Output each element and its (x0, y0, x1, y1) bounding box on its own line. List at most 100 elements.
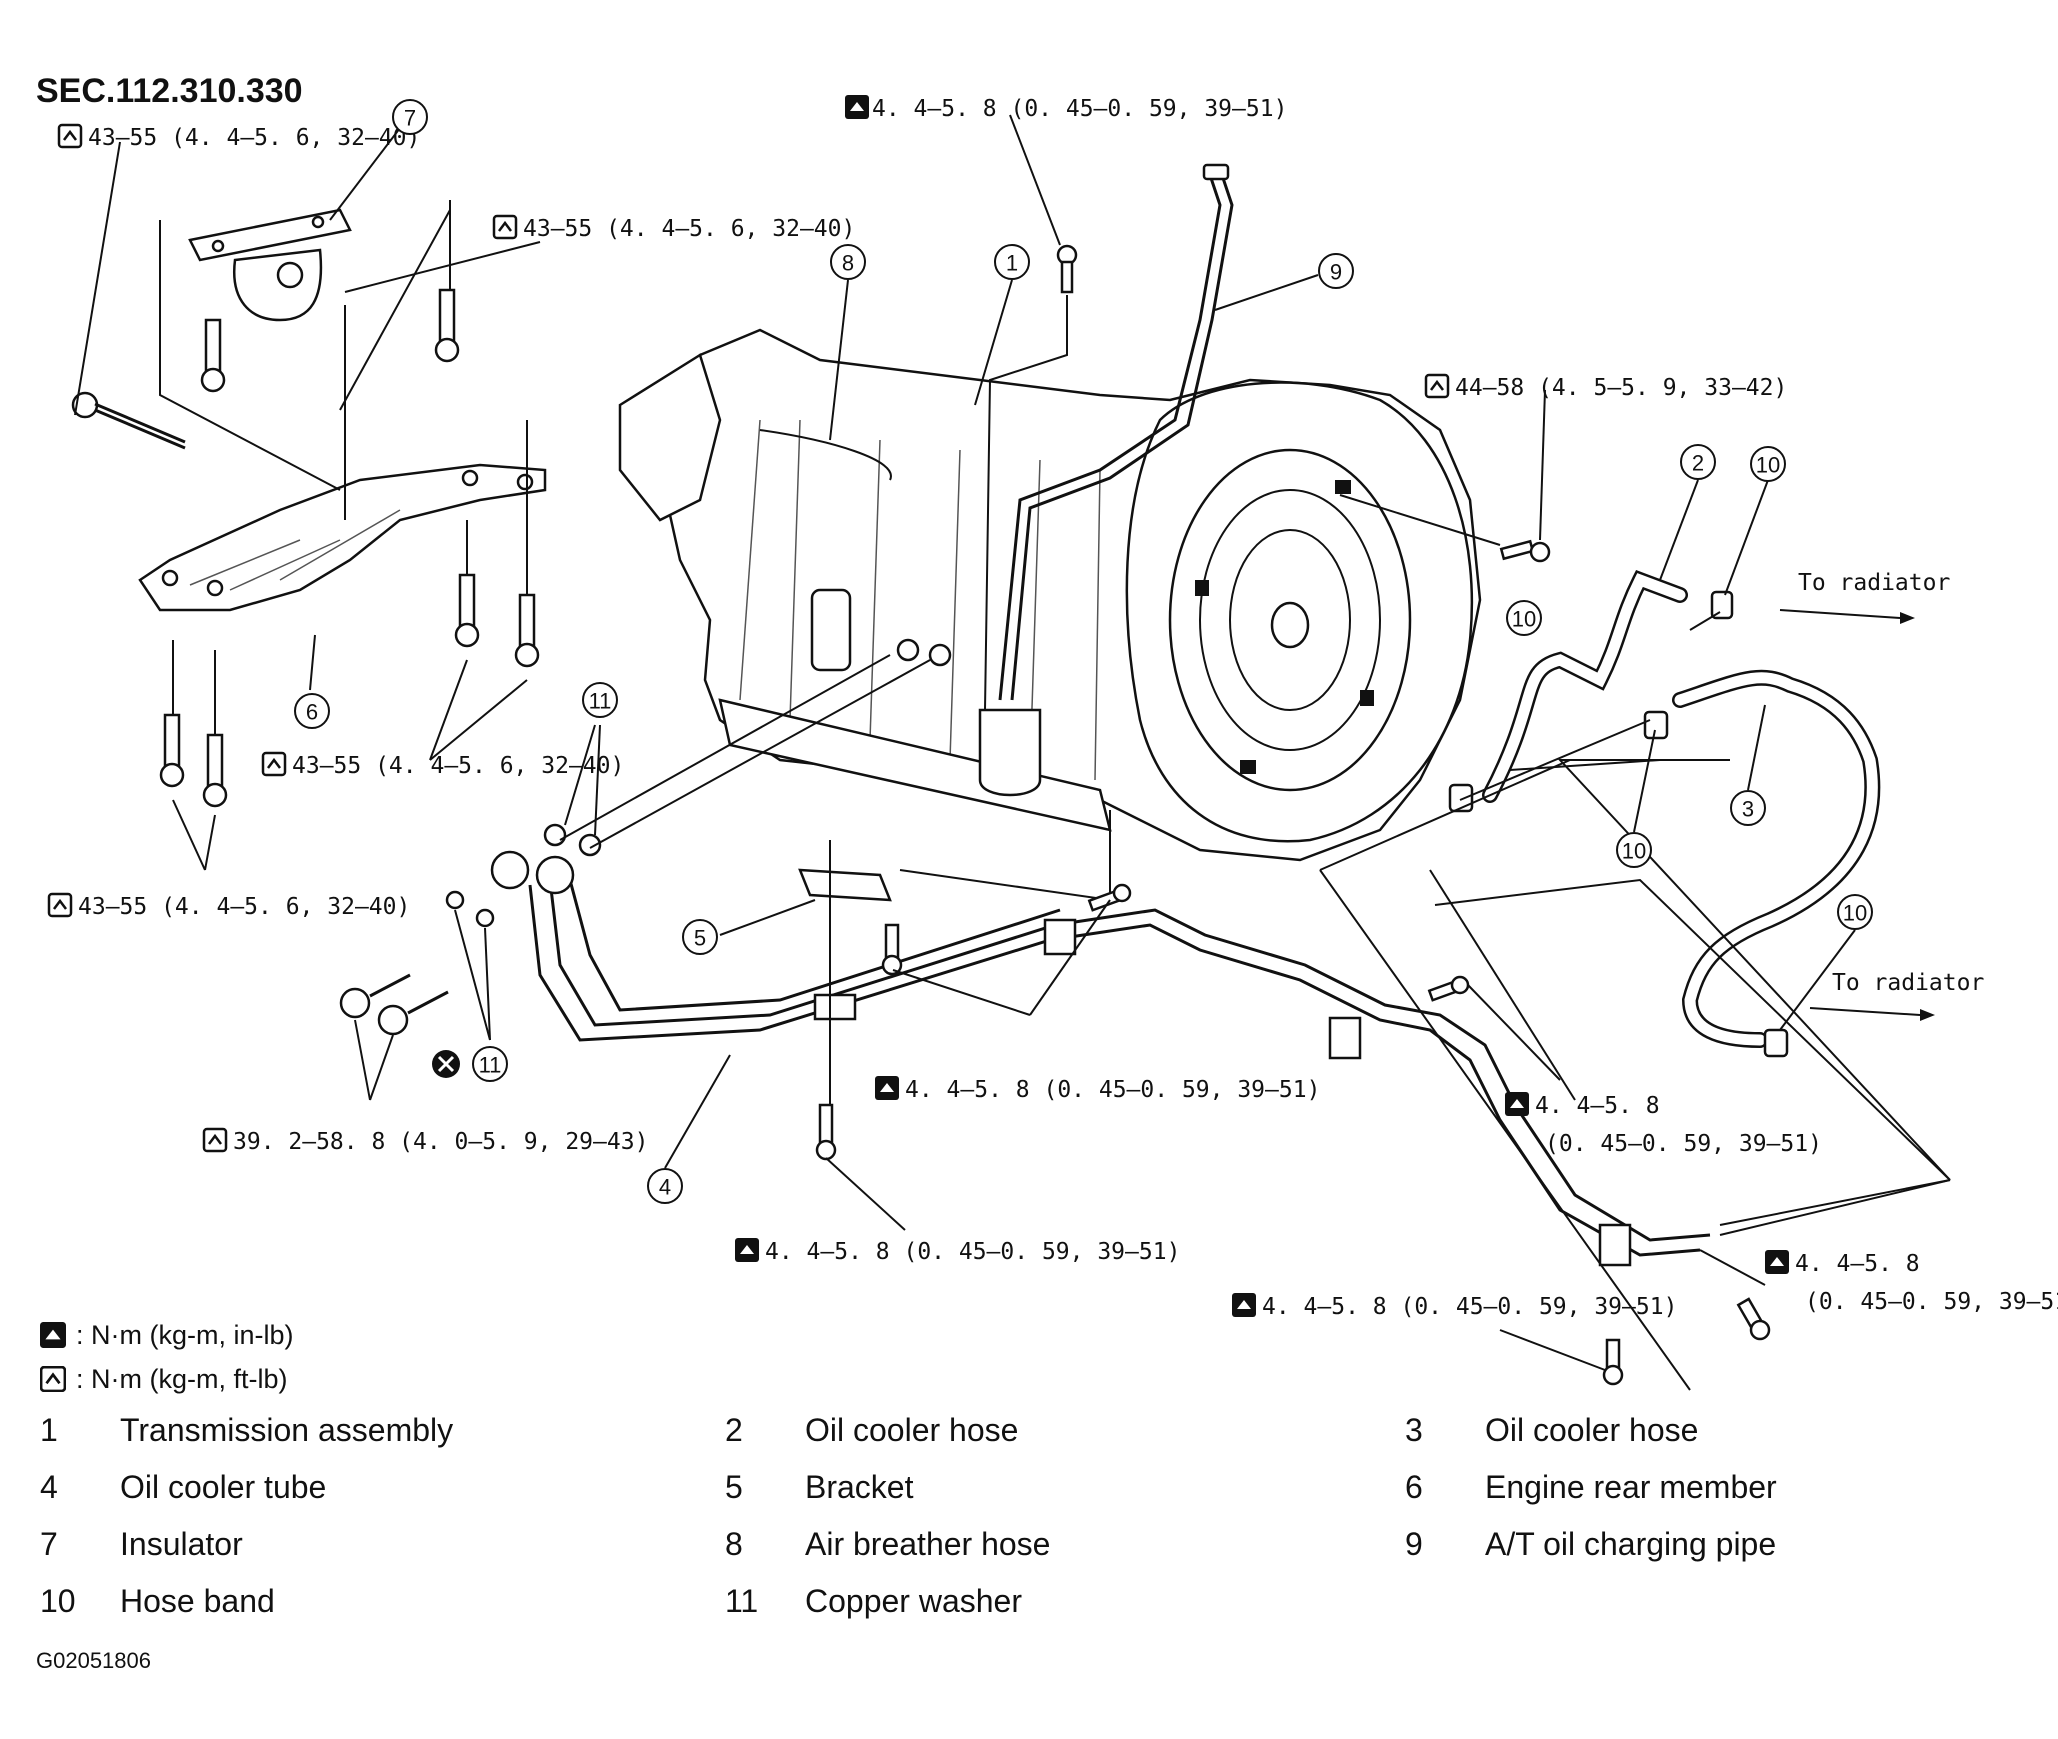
member-bolts (159, 288, 540, 808)
part-number: 7 (40, 1526, 58, 1562)
air-breather-hose (759, 429, 892, 481)
callout-4: 4 (647, 1054, 731, 1204)
svg-text:3: 3 (1742, 797, 1754, 822)
engine-rear-member (138, 463, 547, 612)
part-name: Copper washer (805, 1583, 1022, 1619)
part-number: 3 (1405, 1412, 1423, 1448)
torque-unit-legend: : N·m (kg-m, in-lb) : N·m (kg-m, ft-lb) (40, 1318, 2020, 1406)
torque-filled-icon (1505, 1092, 1529, 1116)
top-bolt (984, 114, 1078, 711)
callout-6: 6 (294, 693, 330, 729)
part-number: 4 (40, 1469, 58, 1505)
svg-text:8: 8 (842, 251, 854, 276)
transmission-assembly (618, 328, 1482, 862)
torque-member-bolt: 43–55 (4. 4–5. 6, 32–40) (492, 214, 855, 242)
svg-text:6: 6 (306, 700, 318, 725)
banjo-fittings (339, 654, 931, 1101)
svg-text:4. 4–5. 8 (0. 45–0. 59, 39–51): 4. 4–5. 8 (0. 45–0. 59, 39–51) (765, 1239, 1180, 1265)
torque-outline-icon (202, 1127, 228, 1153)
svg-text:(0. 45–0. 59, 39–51: (0. 45–0. 59, 39–51 (1805, 1289, 2058, 1315)
to-radiator-label-2: To radiator (1832, 970, 1984, 996)
callout-10c: 10 (1616, 729, 1656, 868)
torque-filled-icon (1232, 1293, 1256, 1317)
svg-text:4. 4–5. 8 (0. 45–0. 59, 39–51): 4. 4–5. 8 (0. 45–0. 59, 39–51) (905, 1077, 1320, 1103)
oil-cooler-hose-2 (1448, 569, 1734, 813)
callout-2: 2 (1659, 444, 1716, 581)
torque-filled-icon (875, 1076, 899, 1100)
clip-bolts (825, 883, 1771, 1386)
svg-text:1: 1 (1006, 251, 1018, 276)
to-radiator-arrow-2: To radiator (1809, 970, 1984, 1021)
torque-member-lower: 43–55 (4. 4–5. 6, 32–40) (47, 892, 410, 920)
part-name: Engine rear member (1485, 1469, 1777, 1505)
svg-text:10: 10 (1843, 901, 1867, 926)
to-radiator-label-1: To radiator (1798, 570, 1950, 596)
circled-x-icon (432, 1050, 460, 1078)
part-name: A/T oil charging pipe (1485, 1526, 1777, 1562)
torque-bracket-low: 4. 4–5. 8 (0. 45–0. 59, 39–51) (735, 1238, 1180, 1265)
section-title: SEC.112.310.330 (36, 72, 303, 110)
unit-in-lb-label: : N·m (kg-m, in-lb) (76, 1319, 294, 1350)
torque-outline-icon (492, 214, 518, 240)
part-number: 10 (40, 1583, 76, 1619)
callout-10d: 10 (1779, 894, 1873, 1031)
charging-pipe (998, 163, 1234, 701)
svg-text:11: 11 (589, 689, 612, 714)
callout-10b: 10 (1506, 600, 1542, 636)
torque-lower-right: 4. 4–5. 8 (0. 45–0. 59, 39–51) (1232, 1293, 1677, 1320)
torque-outline-icon (1424, 373, 1450, 399)
part-name: Bracket (805, 1469, 914, 1505)
svg-text:44–58 (4. 5–5. 9, 33–42): 44–58 (4. 5–5. 9, 33–42) (1455, 375, 1787, 401)
part-number: 9 (1405, 1526, 1423, 1562)
torque-right-clip: 4. 4–5. 8 (0. 45–0. 59, 39–51) (1505, 1092, 1822, 1157)
callout-8: 8 (829, 244, 866, 441)
converter-bolt (1339, 389, 1551, 563)
svg-text:7: 7 (404, 106, 416, 131)
member-leaders (74, 127, 541, 871)
callout-9: 9 (1214, 253, 1354, 311)
torque-far-right: 4. 4–5. 8 (0. 45–0. 59, 39–51 (1765, 1250, 2058, 1315)
svg-text:4. 4–5. 8 (0. 45–0. 59, 39–51): 4. 4–5. 8 (0. 45–0. 59, 39–51) (872, 96, 1287, 122)
svg-text:4. 4–5. 8: 4. 4–5. 8 (1795, 1251, 1920, 1277)
part-number: 8 (725, 1526, 743, 1562)
svg-text:4: 4 (659, 1175, 671, 1200)
part-name: Hose band (120, 1583, 275, 1619)
part-name: Oil cooler tube (120, 1469, 327, 1505)
svg-text:43–55 (4. 4–5. 6, 32–40): 43–55 (4. 4–5. 6, 32–40) (292, 753, 624, 779)
svg-text:2: 2 (1692, 451, 1704, 476)
to-radiator-arrow-1: To radiator (1779, 570, 1950, 624)
svg-text:11: 11 (479, 1053, 502, 1078)
torque-converter: 44–58 (4. 5–5. 9, 33–42) (1424, 373, 1787, 401)
callout-5: 5 (682, 919, 718, 955)
bracket (719, 810, 1111, 1161)
part-name: Oil cooler hose (805, 1412, 1019, 1448)
part-name: Transmission assembly (120, 1412, 454, 1448)
torque-outline-icon (57, 123, 83, 149)
part-number: 1 (40, 1412, 58, 1448)
svg-text:9: 9 (1330, 260, 1342, 285)
unit-row-in-lb: : N·m (kg-m, in-lb) (40, 1318, 2020, 1352)
torque-banjo: 39. 2–58. 8 (4. 0–5. 9, 29–43) (202, 1127, 648, 1155)
torque-insulator: 43–55 (4. 4–5. 6, 32–40) (57, 123, 420, 151)
insulator (188, 208, 352, 322)
part-number: 5 (725, 1469, 743, 1505)
part-number: 2 (725, 1412, 743, 1448)
filled-wrench-icon (40, 1322, 66, 1348)
svg-text:43–55 (4. 4–5. 6, 32–40): 43–55 (4. 4–5. 6, 32–40) (78, 894, 410, 920)
torque-member-studs: 43–55 (4. 4–5. 6, 32–40) (261, 751, 624, 779)
oil-cooler-hose-3 (1643, 669, 1881, 1058)
unit-ft-lb-label: : N·m (kg-m, ft-lb) (76, 1363, 288, 1394)
callout-11b: 11 (472, 1046, 508, 1082)
svg-text:43–55 (4. 4–5. 6, 32–40): 43–55 (4. 4–5. 6, 32–40) (523, 216, 855, 242)
svg-text:4. 4–5. 8: 4. 4–5. 8 (1535, 1093, 1660, 1119)
torque-filled-icon (735, 1238, 759, 1262)
torque-filled-icon (845, 95, 869, 119)
part-number: 11 (725, 1583, 759, 1619)
torque-bracket-mid: 4. 4–5. 8 (0. 45–0. 59, 39–51) (875, 1076, 1320, 1103)
torque-filled-icon (1765, 1250, 1789, 1274)
svg-text:10: 10 (1756, 453, 1780, 478)
svg-text:10: 10 (1512, 607, 1536, 632)
torque-top-bolt: 4. 4–5. 8 (0. 45–0. 59, 39–51) (845, 95, 1287, 122)
part-number: 6 (1405, 1469, 1423, 1505)
